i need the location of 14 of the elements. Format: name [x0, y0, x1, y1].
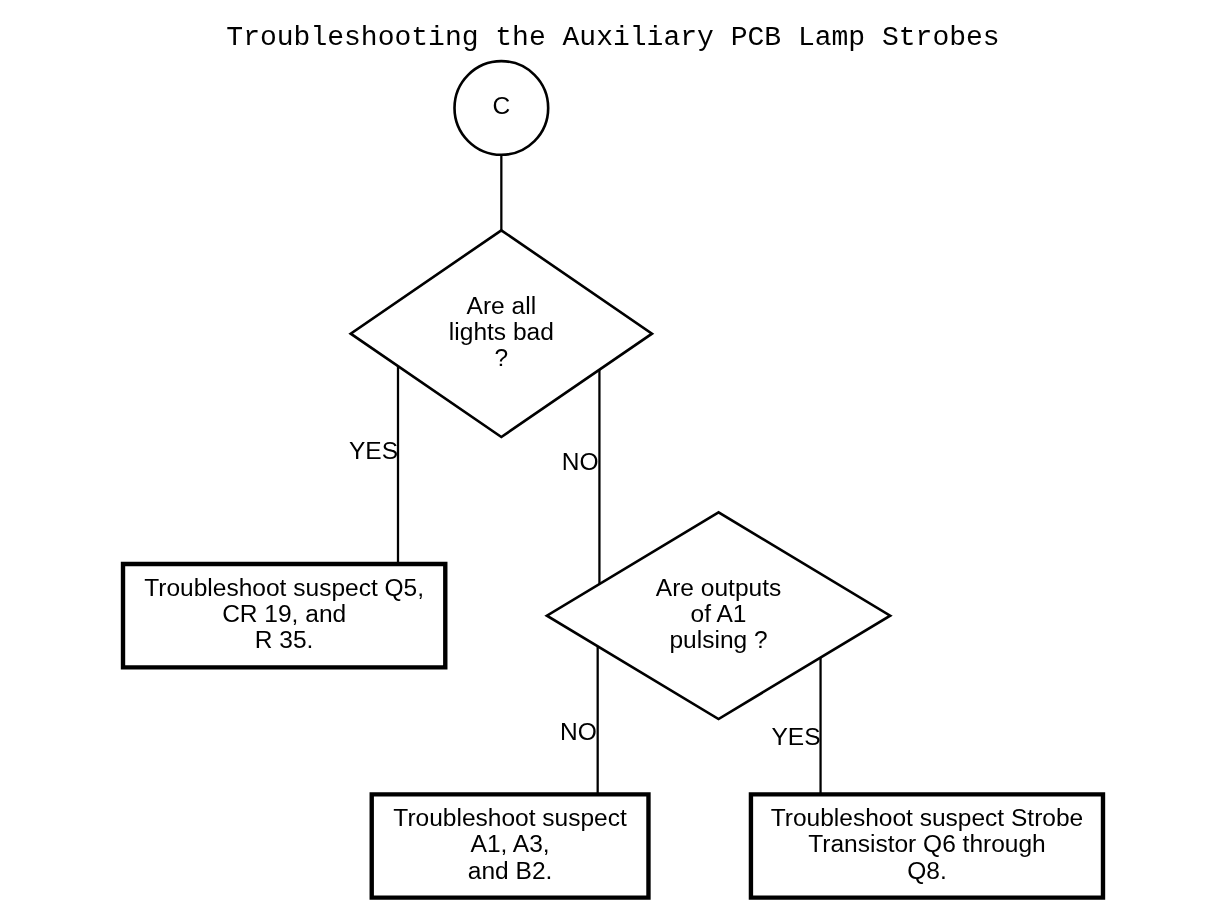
node-diamond: Are all lights bad ?: [347, 228, 654, 439]
edge-label: NO: [561, 448, 599, 476]
node-box: Troubleshoot suspect A1, A3, and B2.: [369, 792, 651, 900]
connector: [596, 646, 599, 795]
connector: [597, 369, 601, 584]
connector: [499, 155, 502, 231]
edge-label: YES: [348, 436, 398, 464]
connector: [818, 657, 822, 794]
node-circle: C: [452, 59, 549, 157]
connector: [396, 366, 399, 564]
diagram-title: Troubleshooting the Auxiliary PCB Lamp Strobes: [225, 21, 1000, 53]
node-box: Troubleshoot suspect Strobe Transistor Q6 through Q8.: [748, 792, 1105, 900]
node-diamond: Are outputs of A1 pulsing ?: [543, 510, 893, 721]
node-box: Troubleshoot suspect Q5, CR 19, and R 35.: [120, 561, 447, 670]
